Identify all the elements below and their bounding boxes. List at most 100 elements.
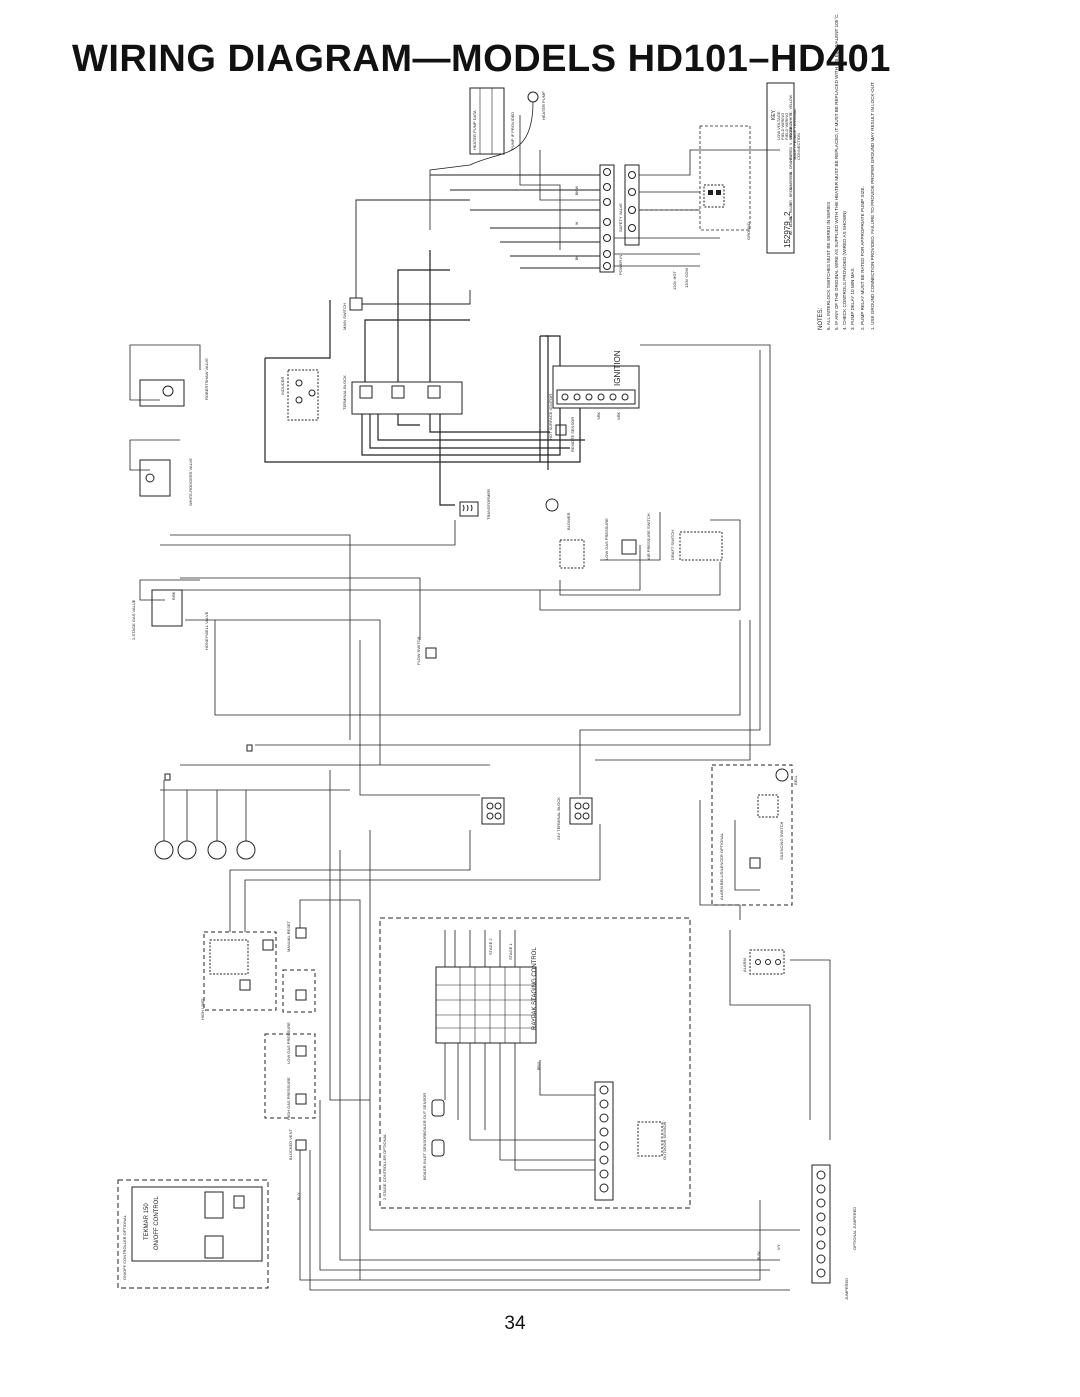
gas-pressure-switches: HIGH GAS PRESSURE LOW GAS PRESSURE: [264, 969, 316, 1120]
safety-valve-label: SAFETY VALVE: [618, 203, 623, 232]
tekmar-label: TEKMAR 150: [144, 1203, 150, 1240]
remote-sensor-label: REMOTE SENSOR: [570, 417, 575, 452]
hot-surface-ignitor: HOT SURFACE IGNITOR REMOTE SENSOR: [548, 394, 575, 452]
terminal-block-label: TERMINAL BLOCK: [342, 375, 347, 410]
flow-switch-label: FLOW SWITCH: [416, 636, 421, 665]
key-color-list: BK - BLACK BL - BLUE BR - BROWN G - GREE…: [789, 94, 793, 235]
pump-relay: [703, 184, 725, 208]
power-in-label: POWER IN: [618, 255, 623, 275]
high-limit-label: HIGH LIMIT: [200, 998, 205, 1020]
key-color: BK - BLACK: [789, 215, 793, 235]
inducer-relay: INDUCER: [280, 369, 319, 421]
heater-pump-motor: [527, 91, 539, 103]
optional-jumpered-label: OPTIONAL JUMPERED: [852, 1207, 857, 1250]
draft-switch-label: DRAFT SWITCH: [670, 530, 675, 560]
white-rodgers-label: WHITE-RODGERS VALVE: [188, 458, 193, 506]
wire-label: R/BK: [172, 591, 176, 600]
24v-terminal-label: 24V TERMINAL BLOCK: [556, 797, 561, 840]
hsi-label: HOT SURFACE IGNITOR: [548, 394, 553, 440]
main-switch: MAIN SWITCH: [342, 297, 363, 330]
on-off-controller: ON/OFF CONTROLLER OPTIONAL TEKMAR 150 ON…: [117, 1179, 269, 1289]
wire-label: BL/W: [757, 1251, 761, 1260]
part-number: 152979: [783, 221, 792, 248]
power-wires: [430, 149, 780, 269]
wire-label: V/BK: [617, 411, 621, 420]
alarm-relay: ALARM: [742, 949, 785, 975]
high-limit-relay: HIGH LIMIT: [200, 931, 277, 1020]
key-box: KEY LOW VOLTAGE FIELD WIRING FIELD WIRIN…: [766, 82, 801, 254]
key-heading: KEY: [771, 109, 777, 120]
wire-label: BK/W: [575, 185, 579, 195]
key-item: FIELD WIRING: [784, 113, 789, 140]
two-stage-label: 2 STAGE CONTROLLER OPTIONAL: [382, 1133, 387, 1200]
key-item: FIELD WIRING: [780, 113, 785, 140]
on-off-control-label: ON/OFF CONTROL: [154, 1196, 160, 1250]
flow-switch: FLOW SWITCH: [416, 636, 437, 665]
boiler-out-sensor: BOILER OUT SENSOR: [422, 1093, 445, 1135]
stage-2-label: STAGE 2: [488, 938, 493, 955]
honeywell-label: HONEYWELL VALVE: [204, 611, 209, 650]
note-item: 6. ALL INTERLOCK SWITCHES MUST BE WIRED …: [826, 202, 831, 330]
remote-terminal-strip: JUMPERED OPTIONAL JUMPERED: [811, 1164, 857, 1300]
outdoor-sensor: OUTDOOR SENSOR: [637, 1121, 667, 1160]
key-color: BL - BLUE: [789, 203, 793, 220]
low-gas-pressure-lower-label: LOW GAS PRESSURE: [286, 1022, 291, 1064]
blocked-vent-switch: BLOCKED VENT: [288, 1129, 307, 1160]
wire-label: Y/BK: [597, 411, 601, 420]
120v-terminal-block: TERMINAL BLOCK: [342, 375, 463, 415]
high-gas-pressure-label: HIGH GAS PRESSURE: [286, 1077, 291, 1120]
alarm-bell-silencer: ALARM BELL/SILENCER OPTIONAL BELL SILENC…: [711, 764, 798, 906]
outdoor-sensor-label: OUTDOOR SENSOR: [662, 1121, 667, 1160]
ground-label: GROUND: [746, 222, 751, 240]
transformer-label: TRANSFORMER: [486, 489, 491, 520]
staging-wiring: [444, 930, 595, 1171]
24v-terminal-block-right: 24V TERMINAL BLOCK: [556, 797, 593, 840]
wire-label: V/Y: [777, 1244, 781, 1250]
main-switch-label: MAIN SWITCH: [342, 303, 347, 330]
revision: 2: [783, 211, 792, 216]
transformer: TRANSFORMER: [459, 489, 491, 520]
bell-label: BELL: [793, 774, 798, 785]
staging-control-label: RAYPAK STAGING CONTROL: [532, 947, 538, 1030]
boiler-inlet-label: BOILER INLET SENSOR: [422, 1135, 427, 1180]
wire-label: BR/Y: [537, 1061, 541, 1070]
key-color: BR - BROWN: [789, 183, 793, 205]
key-item: LOW VOLTAGE: [776, 111, 781, 140]
note-item: 5. IF ANY OF THE ORIGINAL WIRE AS SUPPLI…: [834, 13, 839, 330]
page-number: 34: [504, 1313, 526, 1334]
field-connection-strip: [594, 1081, 614, 1201]
manual-reset: MANUAL RESET: [286, 920, 307, 952]
ignition-module: IGNITION: [552, 350, 640, 409]
alarm-relay-label: ALARM: [742, 958, 747, 972]
field-terminal-strip: [624, 164, 640, 246]
stage-1-label: STAGE 1: [508, 943, 513, 960]
power-terminal-strip: [599, 164, 615, 273]
low-gas-pressure-switch: LOW GAS PRESSURE: [559, 518, 609, 569]
note-item: 4. CHECK CONTROLS PROVIDED (WIRED AS SHO…: [842, 211, 847, 330]
page-title: WIRING DIAGRAM—MODELS HD101–HD401: [72, 38, 891, 80]
jumpered-label: JUMPERED: [844, 1278, 849, 1300]
wire-label: BL/Y: [297, 1192, 301, 1200]
lower-left-wiring: [229, 824, 800, 1291]
pump-data-label: HEATER PUMP DATA: [472, 110, 477, 150]
two-stage-controller-box: [379, 917, 691, 1209]
wire-color-labels: BK/W W BK Y/BK V/BK R/BK BL/Y BL/W V/Y B…: [172, 185, 781, 1260]
ignition-label: IGNITION: [613, 350, 622, 386]
robertshaw-valve: ROBERTSHAW VALVE: [139, 358, 209, 407]
air-pressure-label: AIR PRESSURE SWITCH: [646, 513, 651, 560]
com-label: 120V COM: [684, 268, 689, 288]
boiler-inlet-sensor: BOILER INLET SENSOR: [422, 1135, 445, 1180]
hot-label: 120V HOT: [672, 271, 677, 290]
indicator-lamps: [154, 744, 256, 860]
heater-pump-label: HEATER PUMP: [541, 91, 546, 120]
draft-switch: DRAFT SWITCH: [670, 530, 723, 561]
key-color: Y - YELLOW: [789, 94, 793, 115]
air-pressure-switch: AIR PRESSURE SWITCH: [621, 513, 651, 560]
key-item: MALE / FEMALE TERMINAL: [792, 108, 797, 160]
blower-motor: BLOWER: [545, 498, 571, 530]
note-item: 3. PUMP DELAY 10 MIN MAX.: [850, 267, 855, 330]
key-item: GROUND: [788, 122, 793, 140]
24v-terminal-block-left: [481, 797, 505, 825]
raypak-staging-control: RAYPAK STAGING CONTROL STAGE 1 STAGE 2: [435, 938, 538, 1044]
